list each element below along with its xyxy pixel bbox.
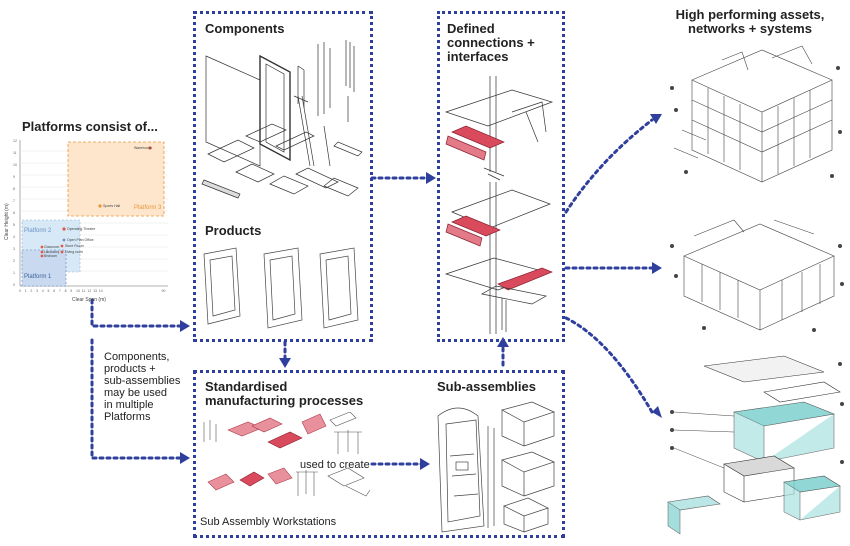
products-title: Products [205, 223, 262, 238]
x-axis-label: Clear Span (m) [72, 297, 106, 303]
platform-1-label: Platform 1 [24, 274, 52, 280]
x-tick-label: 10 [76, 289, 80, 293]
point-open-plan-office-label: Open Plan Office [67, 238, 94, 242]
manufacturing-title-line: manufacturing processes [205, 393, 364, 408]
x-tick-label: 9 [70, 289, 72, 293]
connections-title: Defined connections + interfaces [447, 22, 535, 64]
x-tick-label: 14 [99, 289, 103, 293]
manufacturing-title: Standardised manufacturing processes [205, 380, 363, 408]
x-tick-label: 1 [25, 289, 27, 293]
x-tick-label: 6 [53, 289, 55, 293]
platform-3-region [67, 141, 165, 217]
point-warehouse [148, 146, 152, 150]
connections-title-line: connections + [447, 35, 535, 50]
x-tick-label: 2 [30, 289, 32, 293]
y-tick-label: 12 [13, 139, 17, 143]
assets-illustration [670, 45, 842, 183]
used-to-create-label: used to create [300, 459, 370, 471]
workstations-illustration [203, 412, 371, 497]
manufacturing-box [193, 370, 565, 538]
x-tick-label: 11 [82, 289, 86, 293]
arrow-to-assets [564, 118, 654, 214]
components-products-box [193, 11, 373, 342]
side-note-line: Platforms [104, 411, 151, 423]
x-tick-label: 0 [19, 289, 21, 293]
connections-box [437, 11, 565, 342]
point-bedroom [40, 254, 44, 258]
y-tick-label: 6 [13, 211, 15, 215]
point-operating-theatre [62, 227, 66, 231]
platform-2-label: Platform 2 [24, 228, 52, 234]
y-tick-label: 7 [13, 199, 15, 203]
side-note: Components, products + sub-assemblies ma… [104, 351, 184, 423]
systems-illustration [667, 355, 844, 535]
point-laboratory [40, 250, 44, 254]
point-sports-hall-label: Sports Hall [103, 204, 120, 208]
y-tick-label: 3 [13, 247, 15, 251]
point-warehouse-label: Warehouse [134, 146, 152, 150]
point-classroom [40, 245, 44, 249]
subassemblies-illustration [437, 401, 555, 533]
platforms-title: Platforms consist of... [22, 119, 158, 134]
point-bedroom-label: Bedroom [44, 254, 57, 258]
side-note-line: products + [104, 363, 156, 375]
networks-illustration [670, 219, 844, 332]
workstations-label: Sub Assembly Workstations [200, 516, 337, 528]
outputs-title-line: High performing assets, [675, 7, 825, 22]
x-tick-label: 8 [65, 289, 67, 293]
point-store-room-label: Store Room [65, 244, 84, 248]
platform-3-label: Platform 3 [134, 205, 162, 211]
arrow-chart-to-manufacturing [90, 338, 184, 460]
connections-title-line: Defined [447, 21, 495, 36]
side-note-line: Components, [104, 351, 170, 363]
y-tick-label: 0 [13, 283, 15, 287]
x-tick-label: 7 [59, 289, 61, 293]
y-tick-label: 4 [13, 235, 15, 239]
y-tick-label: 5 [13, 223, 15, 227]
y-tick-label: 11 [13, 151, 17, 155]
x-tick-label: 13 [93, 289, 97, 293]
y-tick-label: 10 [13, 163, 17, 167]
point-laboratory-label: Laboratory [44, 250, 60, 254]
x-tick-label: 12 [87, 289, 91, 293]
x-tick-label: 4 [42, 289, 44, 293]
platform-1-region [21, 249, 67, 287]
y-tick-label: 9 [13, 175, 15, 179]
x-tick-label: 90 [162, 289, 166, 293]
point-operating-theatre-label: Operating Theatre [67, 227, 95, 231]
x-tick-label: 3 [36, 289, 38, 293]
components-illustration [201, 40, 363, 199]
connections-illustration [444, 76, 554, 334]
arrow-chart-to-components [90, 298, 184, 328]
point-living-room-label: Living room [65, 250, 83, 254]
arrow-to-systems [564, 316, 654, 414]
platform-chart: Platform 3 Platform 2 Platform 1 Warehou… [4, 139, 168, 303]
components-title: Components [205, 21, 285, 36]
manufacturing-title-line: Standardised [205, 379, 288, 394]
point-living-room [60, 250, 64, 254]
y-axis-label: Clear Height (m) [4, 203, 10, 240]
side-note-line: in multiple [104, 399, 154, 411]
products-illustration [203, 247, 359, 329]
point-classroom-label: Classroom [44, 245, 60, 249]
x-tick-label: 5 [48, 289, 50, 293]
side-note-line: sub-assemblies [104, 375, 181, 387]
connections-title-line: interfaces [447, 49, 509, 64]
outputs-title-line: networks + systems [688, 21, 812, 36]
y-tick-label: 1 [13, 271, 15, 275]
y-tick-label: 8 [13, 187, 15, 191]
point-open-plan-office [62, 238, 66, 242]
y-tick-label: 2 [13, 259, 15, 263]
point-sports-hall [98, 204, 102, 208]
side-note-line: may be used [104, 387, 167, 399]
outputs-title: High performing assets, networks + syste… [662, 8, 838, 36]
subassemblies-title: Sub-assemblies [437, 379, 536, 394]
point-store-room [60, 244, 64, 248]
